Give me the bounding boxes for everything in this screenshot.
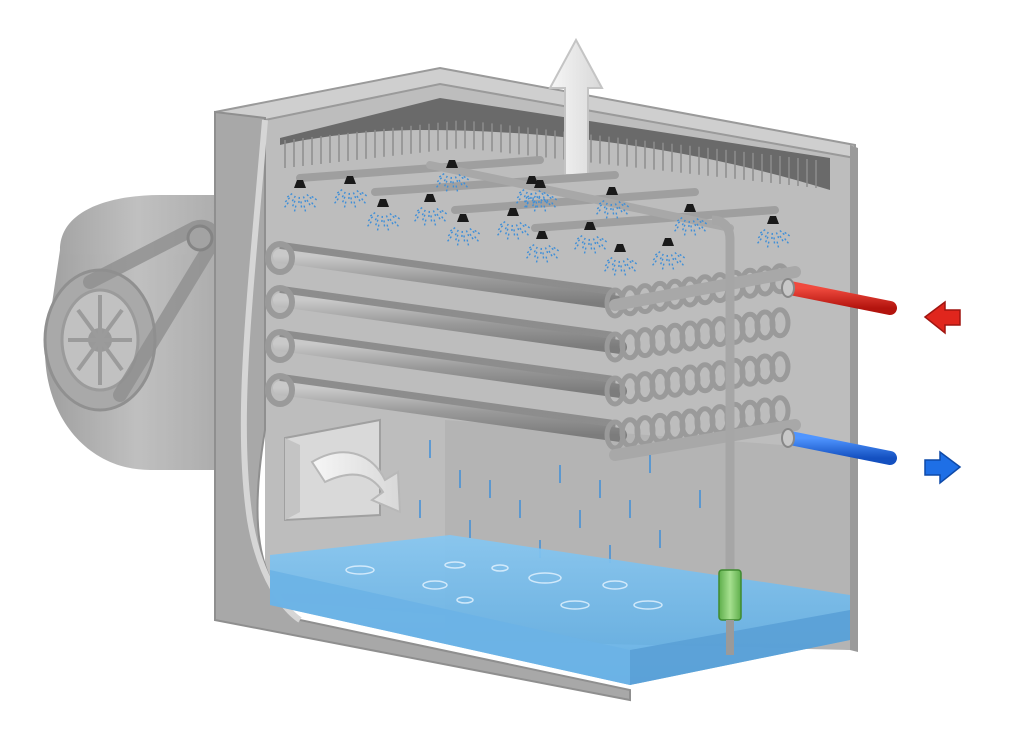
heat-exchanger-coil (265, 241, 801, 461)
coil-layer (265, 329, 791, 407)
water-basin (270, 535, 850, 685)
spray-nozzle-icon (333, 176, 369, 209)
coil-layer (265, 285, 791, 363)
cold-outlet-arrow-icon (924, 450, 962, 485)
spray-nozzle-icon (496, 208, 532, 241)
spray-header (283, 156, 792, 277)
spray-nozzle-icon (756, 216, 792, 249)
spray-nozzle-icon (283, 180, 319, 213)
spray-nozzle-icon (673, 204, 709, 237)
spray-nozzle-icon (595, 187, 631, 220)
spray-nozzle-icon (603, 244, 639, 277)
hot-inlet-arrow-icon (923, 300, 961, 335)
cooled-fluid-outlet (781, 428, 962, 485)
spray-nozzle-icon (525, 231, 561, 264)
air-inlet (284, 418, 402, 522)
air-exhaust-arrow (548, 37, 604, 176)
spray-nozzle-icon (413, 194, 449, 227)
spray-nozzle-icon (446, 214, 482, 247)
air-inlet-arrow-icon (310, 451, 402, 514)
hot-fluid-inlet (781, 278, 961, 335)
recirculation-pump (711, 215, 742, 655)
spray-nozzle-icon (366, 199, 402, 232)
drive-belt (83, 219, 221, 402)
spray-nozzle-icon (435, 160, 471, 193)
spray-nozzle-icon (523, 180, 559, 213)
spray-nozzle-icon (651, 238, 687, 271)
spray-nozzle-icon (573, 222, 609, 255)
